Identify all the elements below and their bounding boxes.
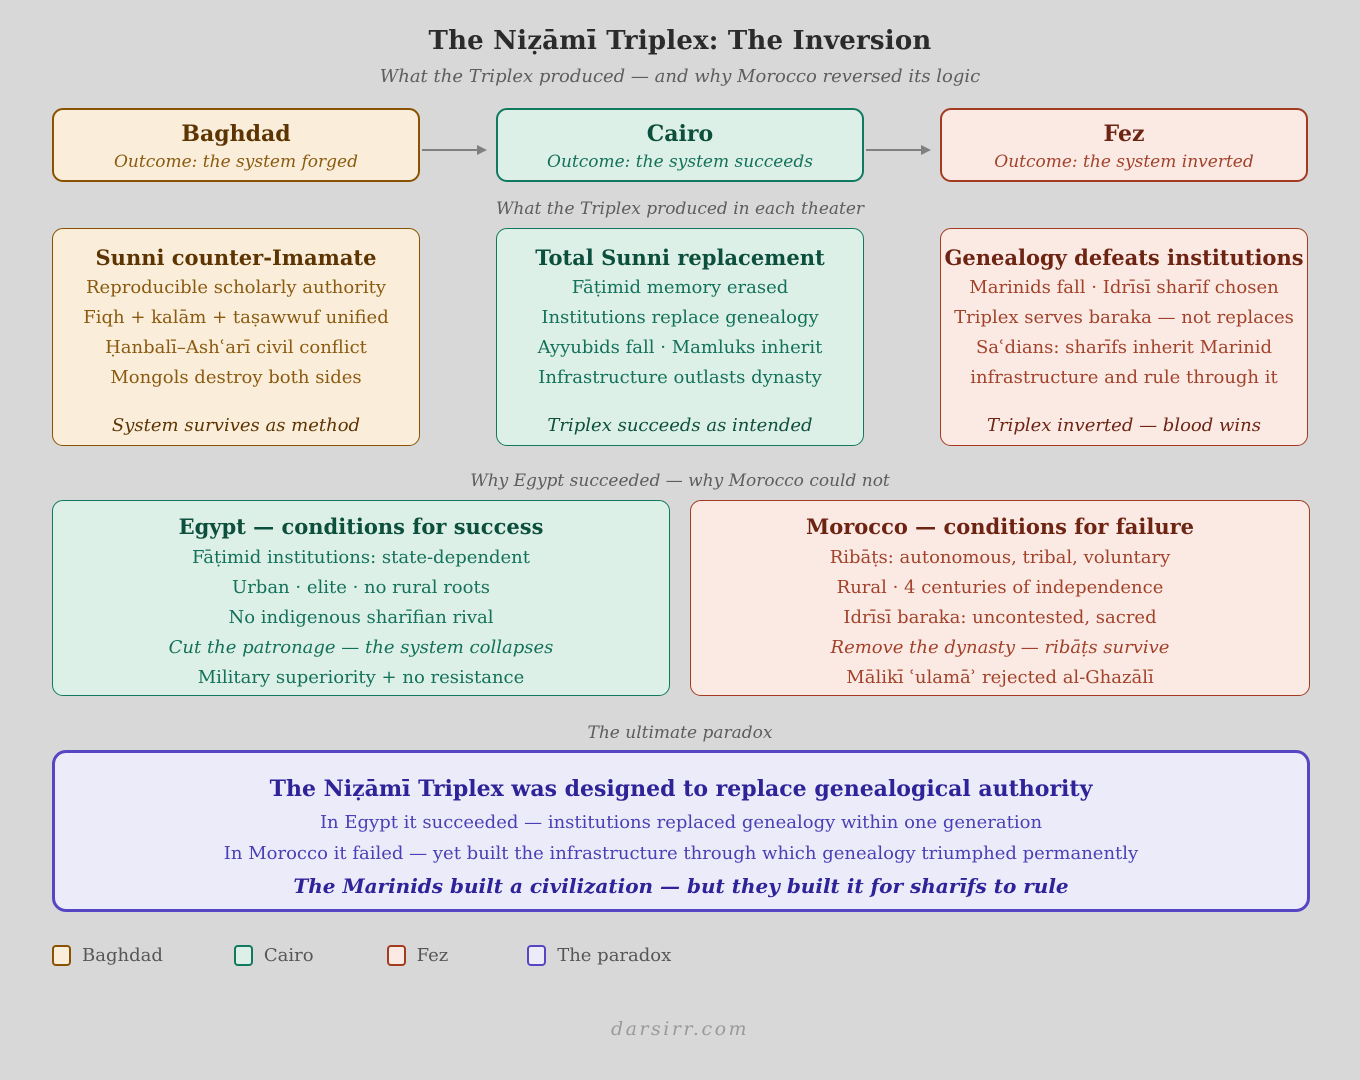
stage-outcome: Outcome: the system succeeds — [547, 152, 813, 172]
theater-line: Mongols destroy both sides — [110, 367, 362, 388]
arrow-head — [477, 145, 487, 155]
theater-kicker: System survives as method — [111, 415, 361, 436]
section-caption-theaters: What the Triplex produced in each theate… — [495, 199, 865, 219]
arrow-shaft — [422, 149, 479, 151]
conditions-heading: Morocco — conditions for failure — [805, 514, 1195, 539]
legend-item-fez: Fez — [386, 941, 449, 969]
arrow-shaft — [866, 149, 923, 151]
conditions-line: Idrīsī baraka: uncontested, sacred — [843, 607, 1157, 628]
theater-line: Saʿdians: sharīfs inherit Marinid — [975, 337, 1273, 358]
legend-label: Cairo — [263, 944, 314, 966]
stage-card-cairo: Cairo Outcome: the system succeeds — [496, 108, 864, 182]
theater-line: Ayyubids fall · Mamluks inherit — [537, 337, 823, 358]
legend-label: Baghdad — [82, 944, 163, 966]
theater-line: Institutions replace genealogy — [541, 307, 819, 328]
paradox-card: The Niẓāmī Triplex was designed to repla… — [52, 750, 1310, 912]
theater-heading: Total Sunni replacement — [535, 245, 825, 270]
conditions-line: Fāṭimid institutions: state-dependent — [191, 547, 531, 568]
conditions-line: Urban · elite · no rural roots — [232, 577, 490, 598]
paradox-line: In Morocco it failed — yet built the inf… — [223, 843, 1139, 864]
footer-watermark: darsirr.com — [610, 1018, 750, 1040]
legend-swatch-icon — [527, 944, 547, 966]
conditions-line: Ribāṭs: autonomous, tribal, voluntary — [829, 547, 1171, 568]
conditions-line: Rural · 4 centuries of independence — [836, 577, 1164, 598]
section-caption-paradox: The ultimate paradox — [587, 723, 773, 743]
stage-name: Fez — [1103, 121, 1145, 147]
conditions-card-morocco: Morocco — conditions for failure Ribāṭs:… — [690, 500, 1310, 696]
theater-kicker: Triplex succeeds as intended — [547, 415, 813, 436]
theater-line: Triplex serves baraka — not replaces — [954, 307, 1294, 328]
stage-outcome: Outcome: the system inverted — [994, 152, 1254, 172]
theater-card-baghdad: Sunni counter-Imamate Reproducible schol… — [52, 228, 420, 446]
theater-line: Ḥanbalī–Ashʿarī civil conflict — [105, 337, 367, 358]
legend-swatch-icon — [52, 944, 71, 966]
theater-line: Infrastructure outlasts dynasty — [538, 367, 822, 388]
legend-swatch-icon — [233, 944, 253, 966]
theater-card-fez: Genealogy defeats institutions Marinids … — [940, 228, 1308, 446]
legend-item-paradox: The paradox — [527, 941, 671, 969]
paradox-heading: The Niẓāmī Triplex was designed to repla… — [269, 776, 1093, 802]
legend-swatch-icon — [386, 944, 406, 966]
stage-name: Baghdad — [181, 121, 291, 147]
legend-label: Fez — [416, 944, 449, 966]
paradox-kicker: The Marinids built a civilization — but … — [293, 874, 1069, 898]
legend: Baghdad Cairo Fez The paradox — [52, 941, 671, 969]
conditions-heading: Egypt — conditions for success — [178, 514, 544, 539]
stage-outcome: Outcome: the system forged — [114, 152, 358, 172]
theater-line: Reproducible scholarly authority — [85, 277, 386, 298]
arrow-head — [921, 145, 931, 155]
conditions-line: Mālikī ʿulamāʾ rejected al-Ghazālī — [846, 667, 1154, 688]
legend-label: The paradox — [557, 944, 672, 966]
conditions-line-emphasis: Remove the dynasty — ribāṭs survive — [830, 637, 1170, 658]
legend-item-cairo: Cairo — [233, 941, 314, 969]
theater-line: Fāṭimid memory erased — [571, 277, 789, 298]
theater-heading: Genealogy defeats institutions — [944, 245, 1304, 270]
arrow-cairo-to-fez-icon — [866, 144, 936, 156]
stage-name: Cairo — [646, 121, 714, 147]
theater-card-cairo: Total Sunni replacement Fāṭimid memory e… — [496, 228, 864, 446]
theater-line: Fiqh + kalām + taṣawwuf unified — [83, 307, 389, 328]
conditions-line: No indigenous sharīfian rival — [228, 607, 494, 628]
conditions-line-emphasis: Cut the patronage — the system collapses — [168, 637, 554, 658]
theater-heading: Sunni counter-Imamate — [95, 245, 377, 270]
stage-card-baghdad: Baghdad Outcome: the system forged — [52, 108, 420, 182]
section-caption-conditions: Why Egypt succeeded — why Morocco could … — [470, 471, 890, 491]
conditions-line: Military superiority + no resistance — [197, 667, 525, 688]
paradox-line: In Egypt it succeeded — institutions rep… — [319, 812, 1043, 833]
stage-card-fez: Fez Outcome: the system inverted — [940, 108, 1308, 182]
theater-line: infrastructure and rule through it — [970, 367, 1278, 388]
theater-kicker: Triplex inverted — blood wins — [987, 415, 1261, 436]
legend-item-baghdad: Baghdad — [52, 941, 163, 969]
arrow-baghdad-to-cairo-icon — [422, 144, 492, 156]
conditions-card-egypt: Egypt — conditions for success Fāṭimid i… — [52, 500, 670, 696]
page-subtitle: What the Triplex produced — and why Moro… — [379, 66, 981, 87]
page-title: The Niẓāmī Triplex: The Inversion — [428, 26, 932, 56]
theater-line: Marinids fall · Idrīsī sharīf chosen — [969, 277, 1279, 298]
